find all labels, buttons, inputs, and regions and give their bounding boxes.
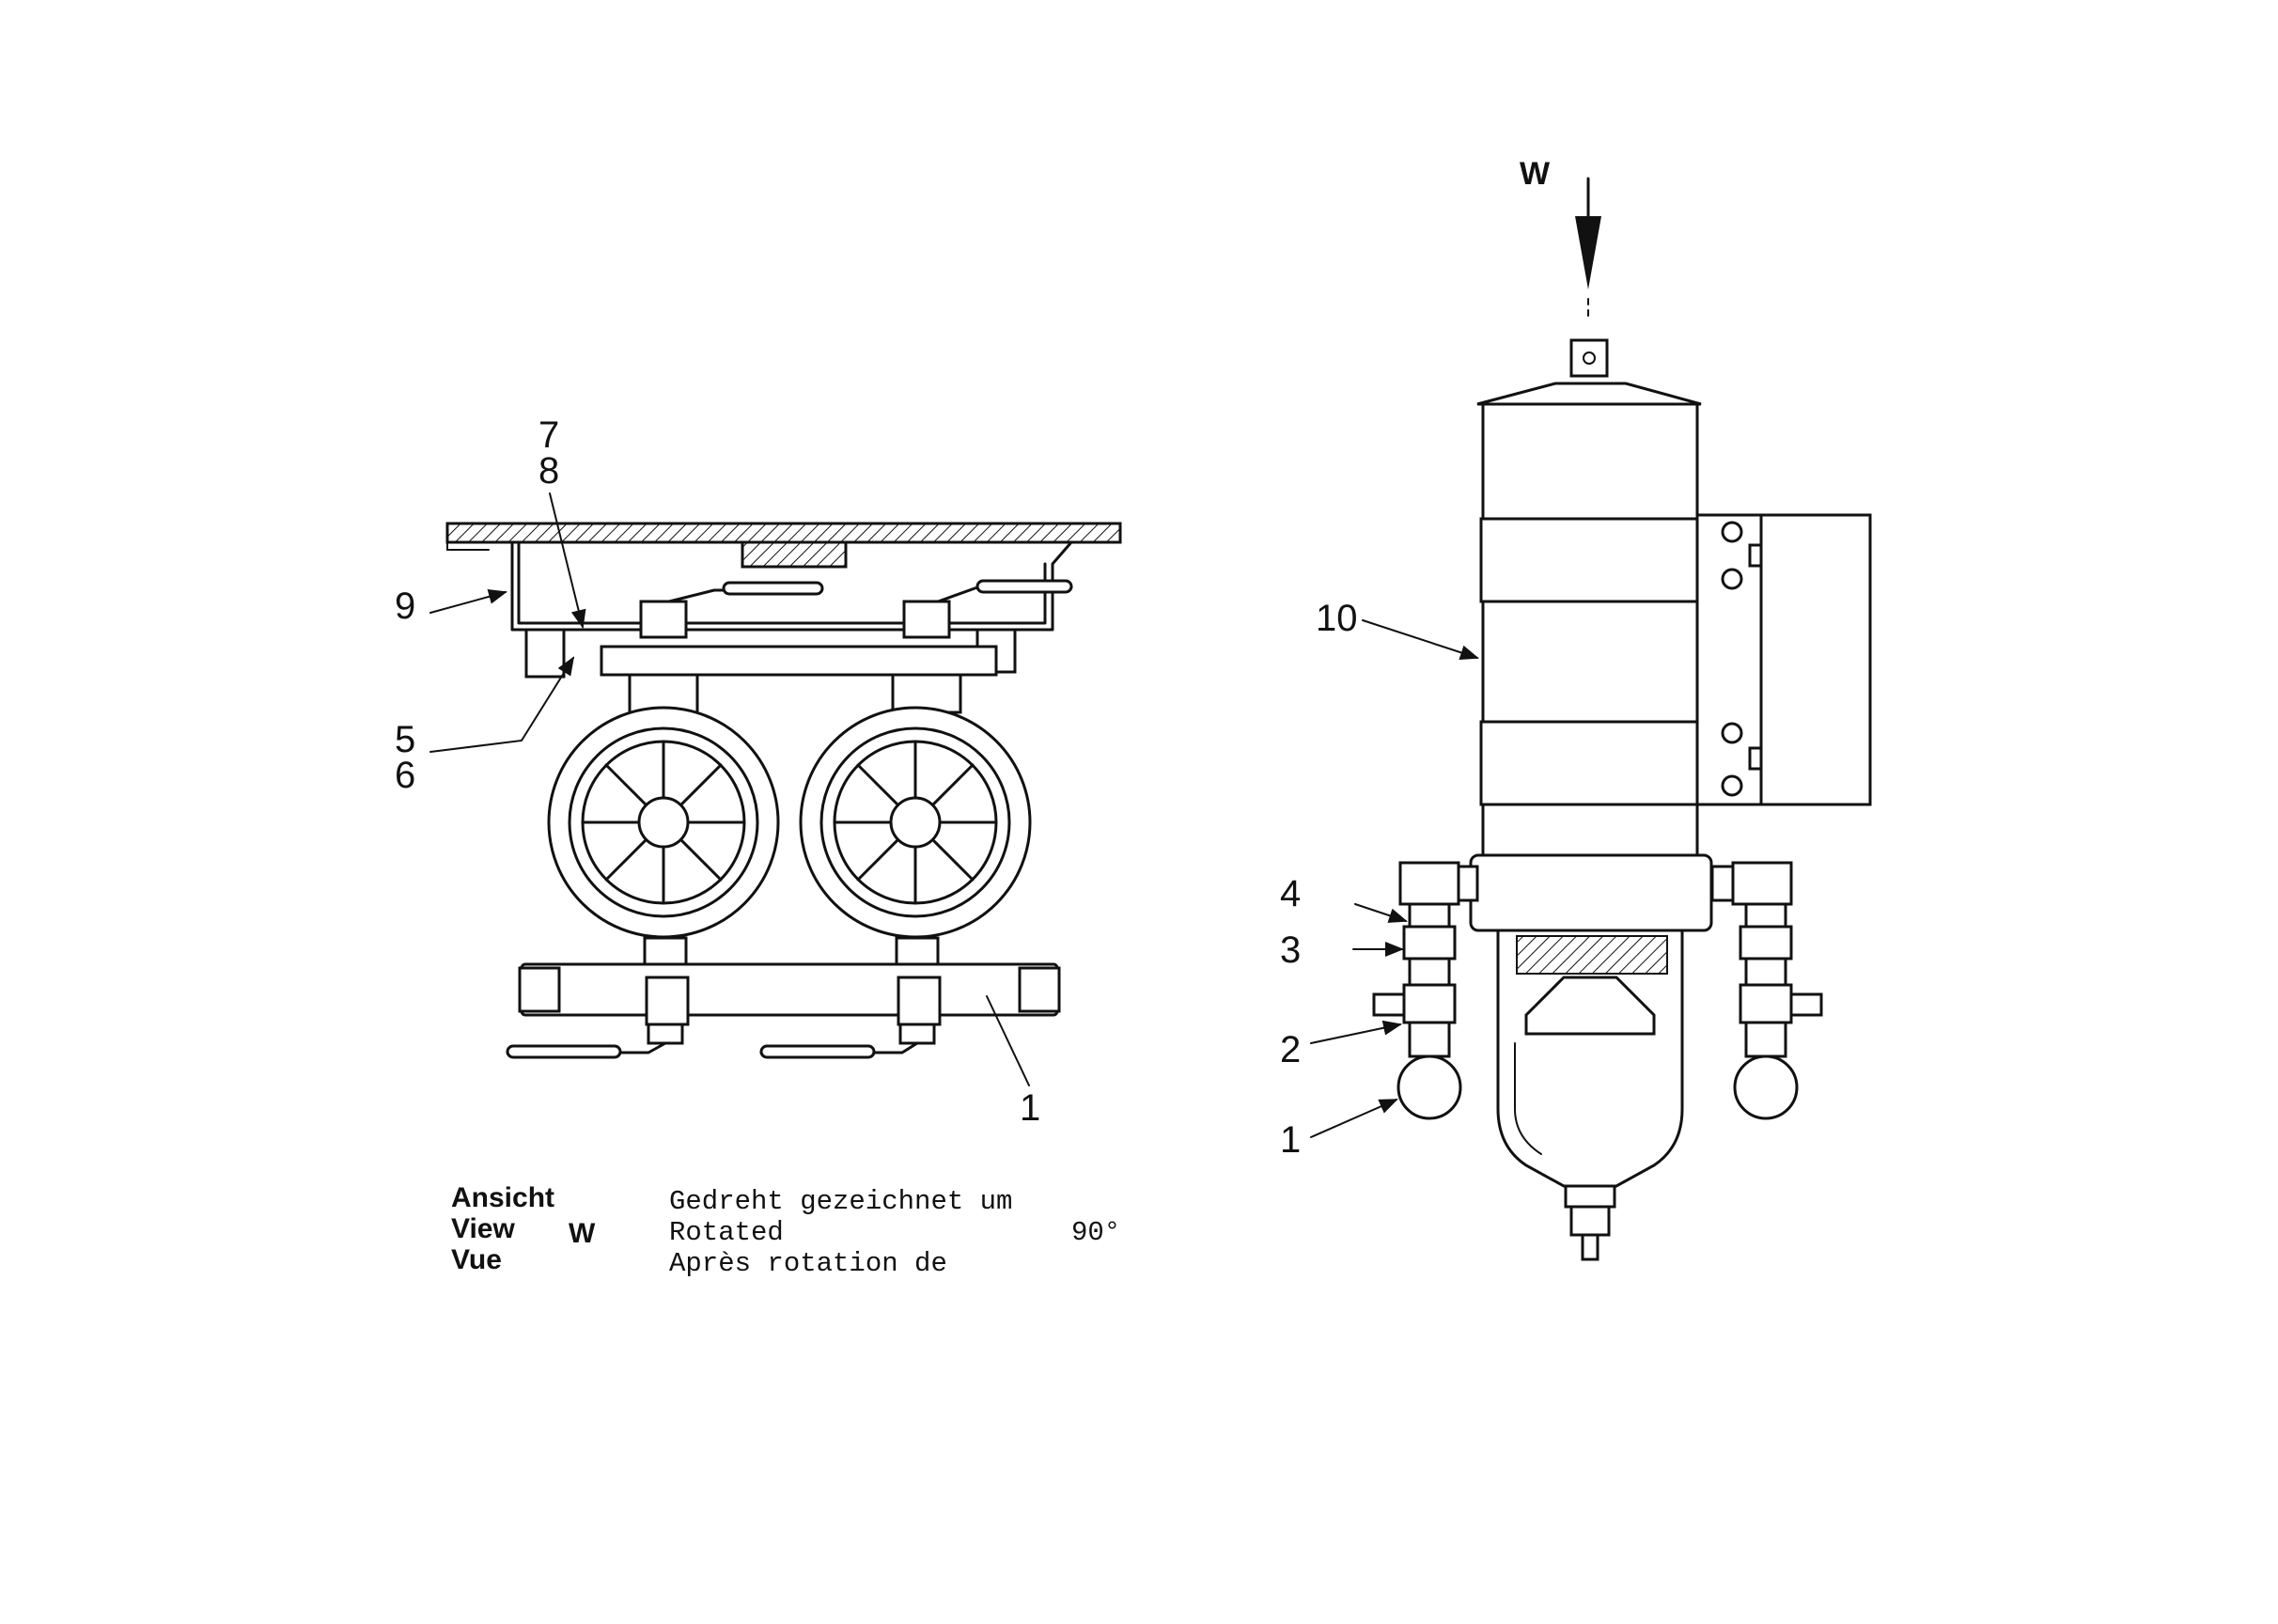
mounting-plate [445, 522, 1122, 544]
view-direction-letter: W [1520, 156, 1551, 192]
callout-6: 6 [395, 755, 415, 796]
caption-angle: 90° [1071, 1217, 1121, 1248]
callout-9: 9 [395, 586, 415, 627]
callout-5: 5 [395, 719, 415, 760]
callout-2: 2 [1280, 1029, 1301, 1070]
callout-8: 8 [538, 450, 559, 492]
caption-rotated-fr: Après rotation de [669, 1248, 947, 1279]
caption-rotated-de: Gedreht gezeichnet um [669, 1186, 1013, 1217]
plate-block [741, 540, 848, 569]
mounting-bracket [487, 540, 1122, 632]
left-view-assembly: 7 8 9 5 6 1 [395, 414, 1122, 1129]
callout-10: 10 [1316, 598, 1358, 639]
caption-view-labels: Ansicht View Vue [451, 1182, 554, 1275]
caption-view-de: Ansicht [451, 1182, 555, 1213]
callout-3: 3 [1280, 929, 1301, 971]
caption-view-letter: W [569, 1218, 596, 1249]
right-view-assembly: W [1280, 156, 1872, 1261]
collection-bowl [1496, 929, 1684, 1188]
callout-7: 7 [538, 414, 559, 456]
caption-view-en: View [451, 1213, 515, 1244]
callout-1-left: 1 [1020, 1087, 1040, 1129]
callout-4: 4 [1280, 873, 1301, 914]
lower-manifold [518, 962, 1061, 1026]
view-direction-arrow [1575, 216, 1601, 289]
right-leader-lines [1310, 619, 1479, 1138]
callout-1-right: 1 [1280, 1119, 1301, 1161]
caption-rotated-en: Rotated [669, 1217, 784, 1248]
caption-rotation-labels: Gedreht gezeichnet um Rotated Après rota… [669, 1186, 1012, 1279]
filter-element-right [799, 706, 1032, 939]
caption-view-fr: Vue [451, 1244, 502, 1275]
left-leader-lines [429, 492, 1030, 1086]
filter-element-left [547, 706, 780, 939]
mounting-box [1759, 513, 1872, 806]
